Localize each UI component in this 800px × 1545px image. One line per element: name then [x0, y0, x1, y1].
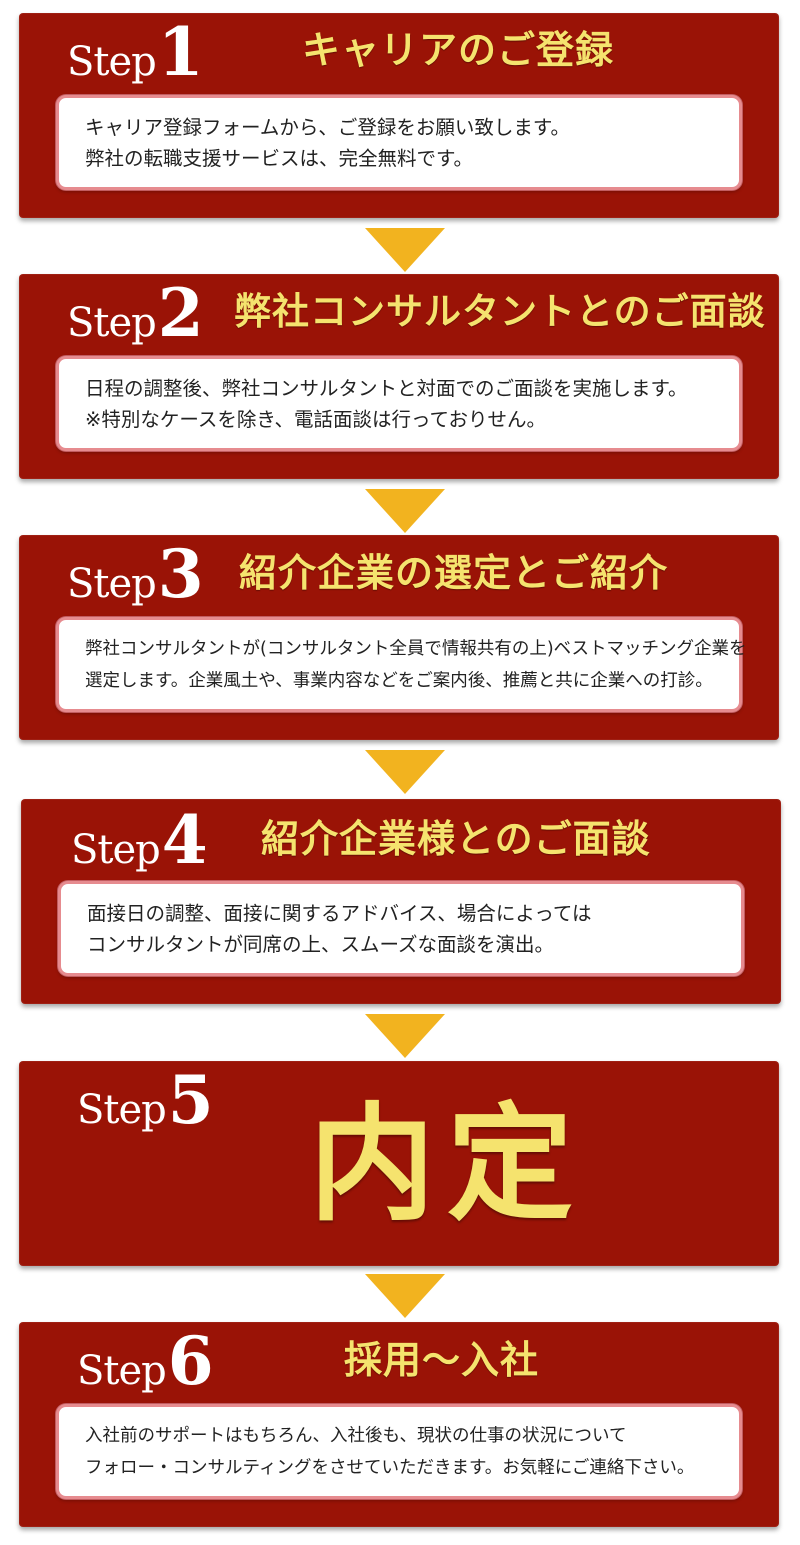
- step-3-panel: Step3 紹介企業の選定とご紹介 弊社コンサルタントが(コンサルタント全員で情…: [19, 535, 779, 740]
- description-line: キャリア登録フォームから、ご登録をお願い致します。: [85, 115, 570, 139]
- step-1-description: キャリア登録フォームから、ご登録をお願い致します。 弊社の転職支援サービスは、完…: [56, 95, 742, 190]
- step-5-label: Step5: [77, 1067, 214, 1133]
- description-line: フォロー・コンサルティングをさせていただきます。お気軽にご連絡下さい。: [85, 1457, 695, 1478]
- step-2-panel: Step2 弊社コンサルタントとのご面談 日程の調整後、弊社コンサルタントと対面…: [19, 274, 779, 479]
- step-3-title: 紹介企業の選定とご紹介: [239, 550, 669, 595]
- description-line: 弊社コンサルタントが(コンサルタント全員で情報共有の上)ベストマッチング企業を: [85, 638, 747, 659]
- step-number: 3: [157, 535, 204, 613]
- step-number: 6: [167, 1322, 214, 1400]
- down-arrow-icon: [365, 1014, 445, 1058]
- step-3-description: 弊社コンサルタントが(コンサルタント全員で情報共有の上)ベストマッチング企業を …: [56, 617, 747, 712]
- step-6-title: 採用～入社: [344, 1337, 540, 1382]
- step-4-title: 紹介企業様とのご面談: [261, 816, 651, 861]
- step-1-label: Step1: [67, 19, 204, 85]
- down-arrow-icon: [365, 1274, 445, 1318]
- description-line: 選定します。企業風土や、事業内容などをご案内後、推薦と共に企業への打診。: [85, 670, 713, 691]
- step-4-label: Step4: [71, 807, 208, 873]
- step-word: Step: [67, 39, 157, 85]
- step-5-title: 内定: [309, 1090, 585, 1238]
- step-4-panel: Step4 紹介企業様とのご面談 面接日の調整、面接に関するアドバイス、場合によ…: [21, 799, 781, 1004]
- step-number: 2: [157, 274, 204, 352]
- step-2-title: 弊社コンサルタントとのご面談: [234, 289, 766, 333]
- description-line: ※特別なケースを除き、電話面談は行っておりせん。: [85, 407, 546, 431]
- step-2-description: 日程の調整後、弊社コンサルタントと対面でのご面談を実施します。 ※特別なケースを…: [56, 356, 742, 451]
- step-6-panel: Step6 採用～入社 入社前のサポートはもちろん、入社後も、現状の仕事の状況に…: [19, 1322, 779, 1527]
- step-word: Step: [77, 1087, 167, 1133]
- step-number: 5: [167, 1061, 214, 1139]
- step-3-label: Step3: [67, 541, 204, 607]
- description-line: 面接日の調整、面接に関するアドバイス、場合によっては: [87, 901, 592, 925]
- step-2-label: Step2: [67, 280, 204, 346]
- step-number: 4: [161, 801, 208, 879]
- description-line: 日程の調整後、弊社コンサルタントと対面でのご面談を実施します。: [85, 376, 688, 400]
- step-6-label: Step6: [77, 1328, 214, 1394]
- description-line: 入社前のサポートはもちろん、入社後も、現状の仕事の状況について: [85, 1425, 627, 1446]
- step-6-description: 入社前のサポートはもちろん、入社後も、現状の仕事の状況について フォロー・コンサ…: [56, 1404, 742, 1499]
- step-5-panel: Step5 内定: [19, 1061, 779, 1266]
- step-word: Step: [67, 561, 157, 607]
- description-line: コンサルタントが同席の上、スムーズな面談を演出。: [87, 932, 555, 956]
- step-word: Step: [77, 1348, 167, 1394]
- step-word: Step: [67, 300, 157, 346]
- down-arrow-icon: [365, 228, 445, 272]
- step-4-description: 面接日の調整、面接に関するアドバイス、場合によっては コンサルタントが同席の上、…: [58, 881, 744, 976]
- down-arrow-icon: [365, 489, 445, 533]
- down-arrow-icon: [365, 750, 445, 794]
- step-1-title: キャリアのご登録: [302, 27, 615, 72]
- description-line: 弊社の転職支援サービスは、完全無料です。: [85, 146, 474, 170]
- step-number: 1: [157, 13, 204, 91]
- step-1-panel: Step1 キャリアのご登録 キャリア登録フォームから、ご登録をお願い致します。…: [19, 13, 779, 218]
- step-word: Step: [71, 827, 161, 873]
